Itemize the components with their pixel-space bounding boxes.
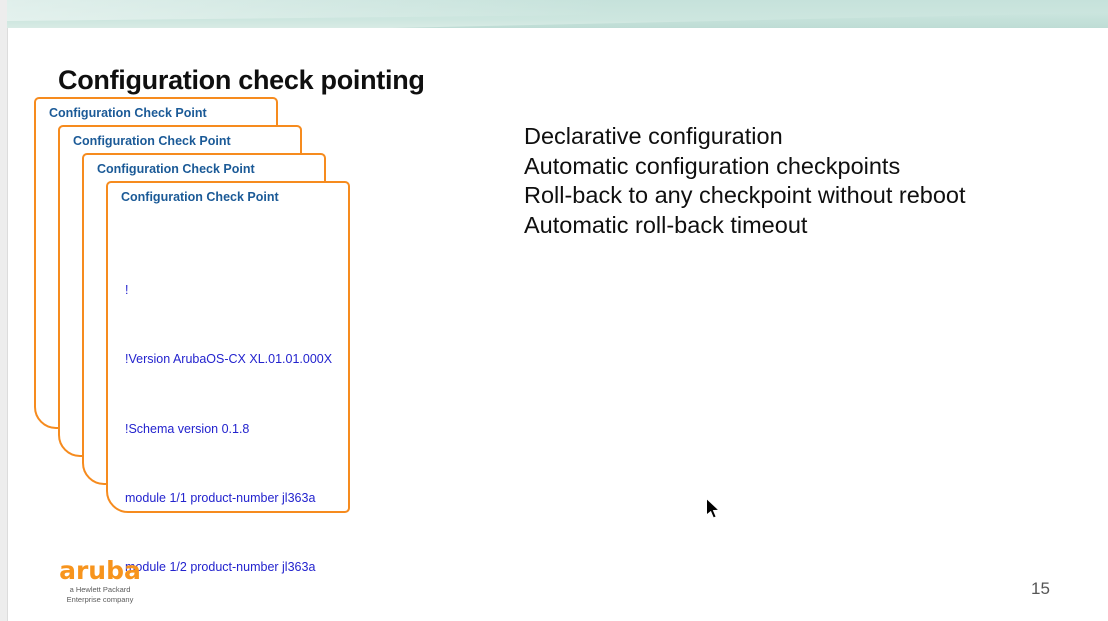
aruba-tagline-line2: Enterprise company (66, 594, 134, 604)
left-gutter (0, 0, 8, 621)
top-accent-bar (7, 0, 1108, 28)
page-number: 15 (1031, 579, 1050, 598)
mouse-cursor-icon (706, 498, 721, 519)
aruba-logo: aruba a Hewlett Packard Enterprise compa… (57, 558, 143, 604)
aruba-tagline: a Hewlett Packard Enterprise company (57, 585, 143, 604)
feature-item: Automatic configuration checkpoints (524, 152, 901, 179)
aruba-tagline-line1: a Hewlett Packard (69, 585, 131, 594)
feature-item: Roll-back to any checkpoint without rebo… (524, 182, 966, 209)
config-line: ! (125, 283, 129, 298)
card-header: Configuration Check Point (49, 106, 207, 120)
feature-item: Declarative configuration (524, 123, 783, 149)
config-line: !Version ArubaOS-CX XL.01.01.000X (125, 352, 333, 367)
config-line: !Schema version 0.1.8 (125, 421, 250, 436)
config-line: module 1/2 product-number jl363a (125, 559, 316, 574)
config-listing: ! !Version ArubaOS-CX XL.01.01.000X !Sch… (125, 213, 332, 621)
aruba-wordmark: aruba (59, 556, 141, 585)
feature-item: Automatic roll-back timeout (524, 212, 808, 239)
checkpoint-card-front: Configuration Check Point ! !Version Aru… (106, 181, 350, 574)
config-line: module 1/1 product-number jl363a (125, 490, 316, 505)
page-title: Configuration check pointing (58, 65, 425, 96)
card-header: Configuration Check Point (97, 162, 255, 176)
feature-list: Declarative configuration Automatic conf… (524, 122, 966, 241)
card-header: Configuration Check Point (121, 190, 279, 204)
card-header: Configuration Check Point (73, 134, 231, 148)
